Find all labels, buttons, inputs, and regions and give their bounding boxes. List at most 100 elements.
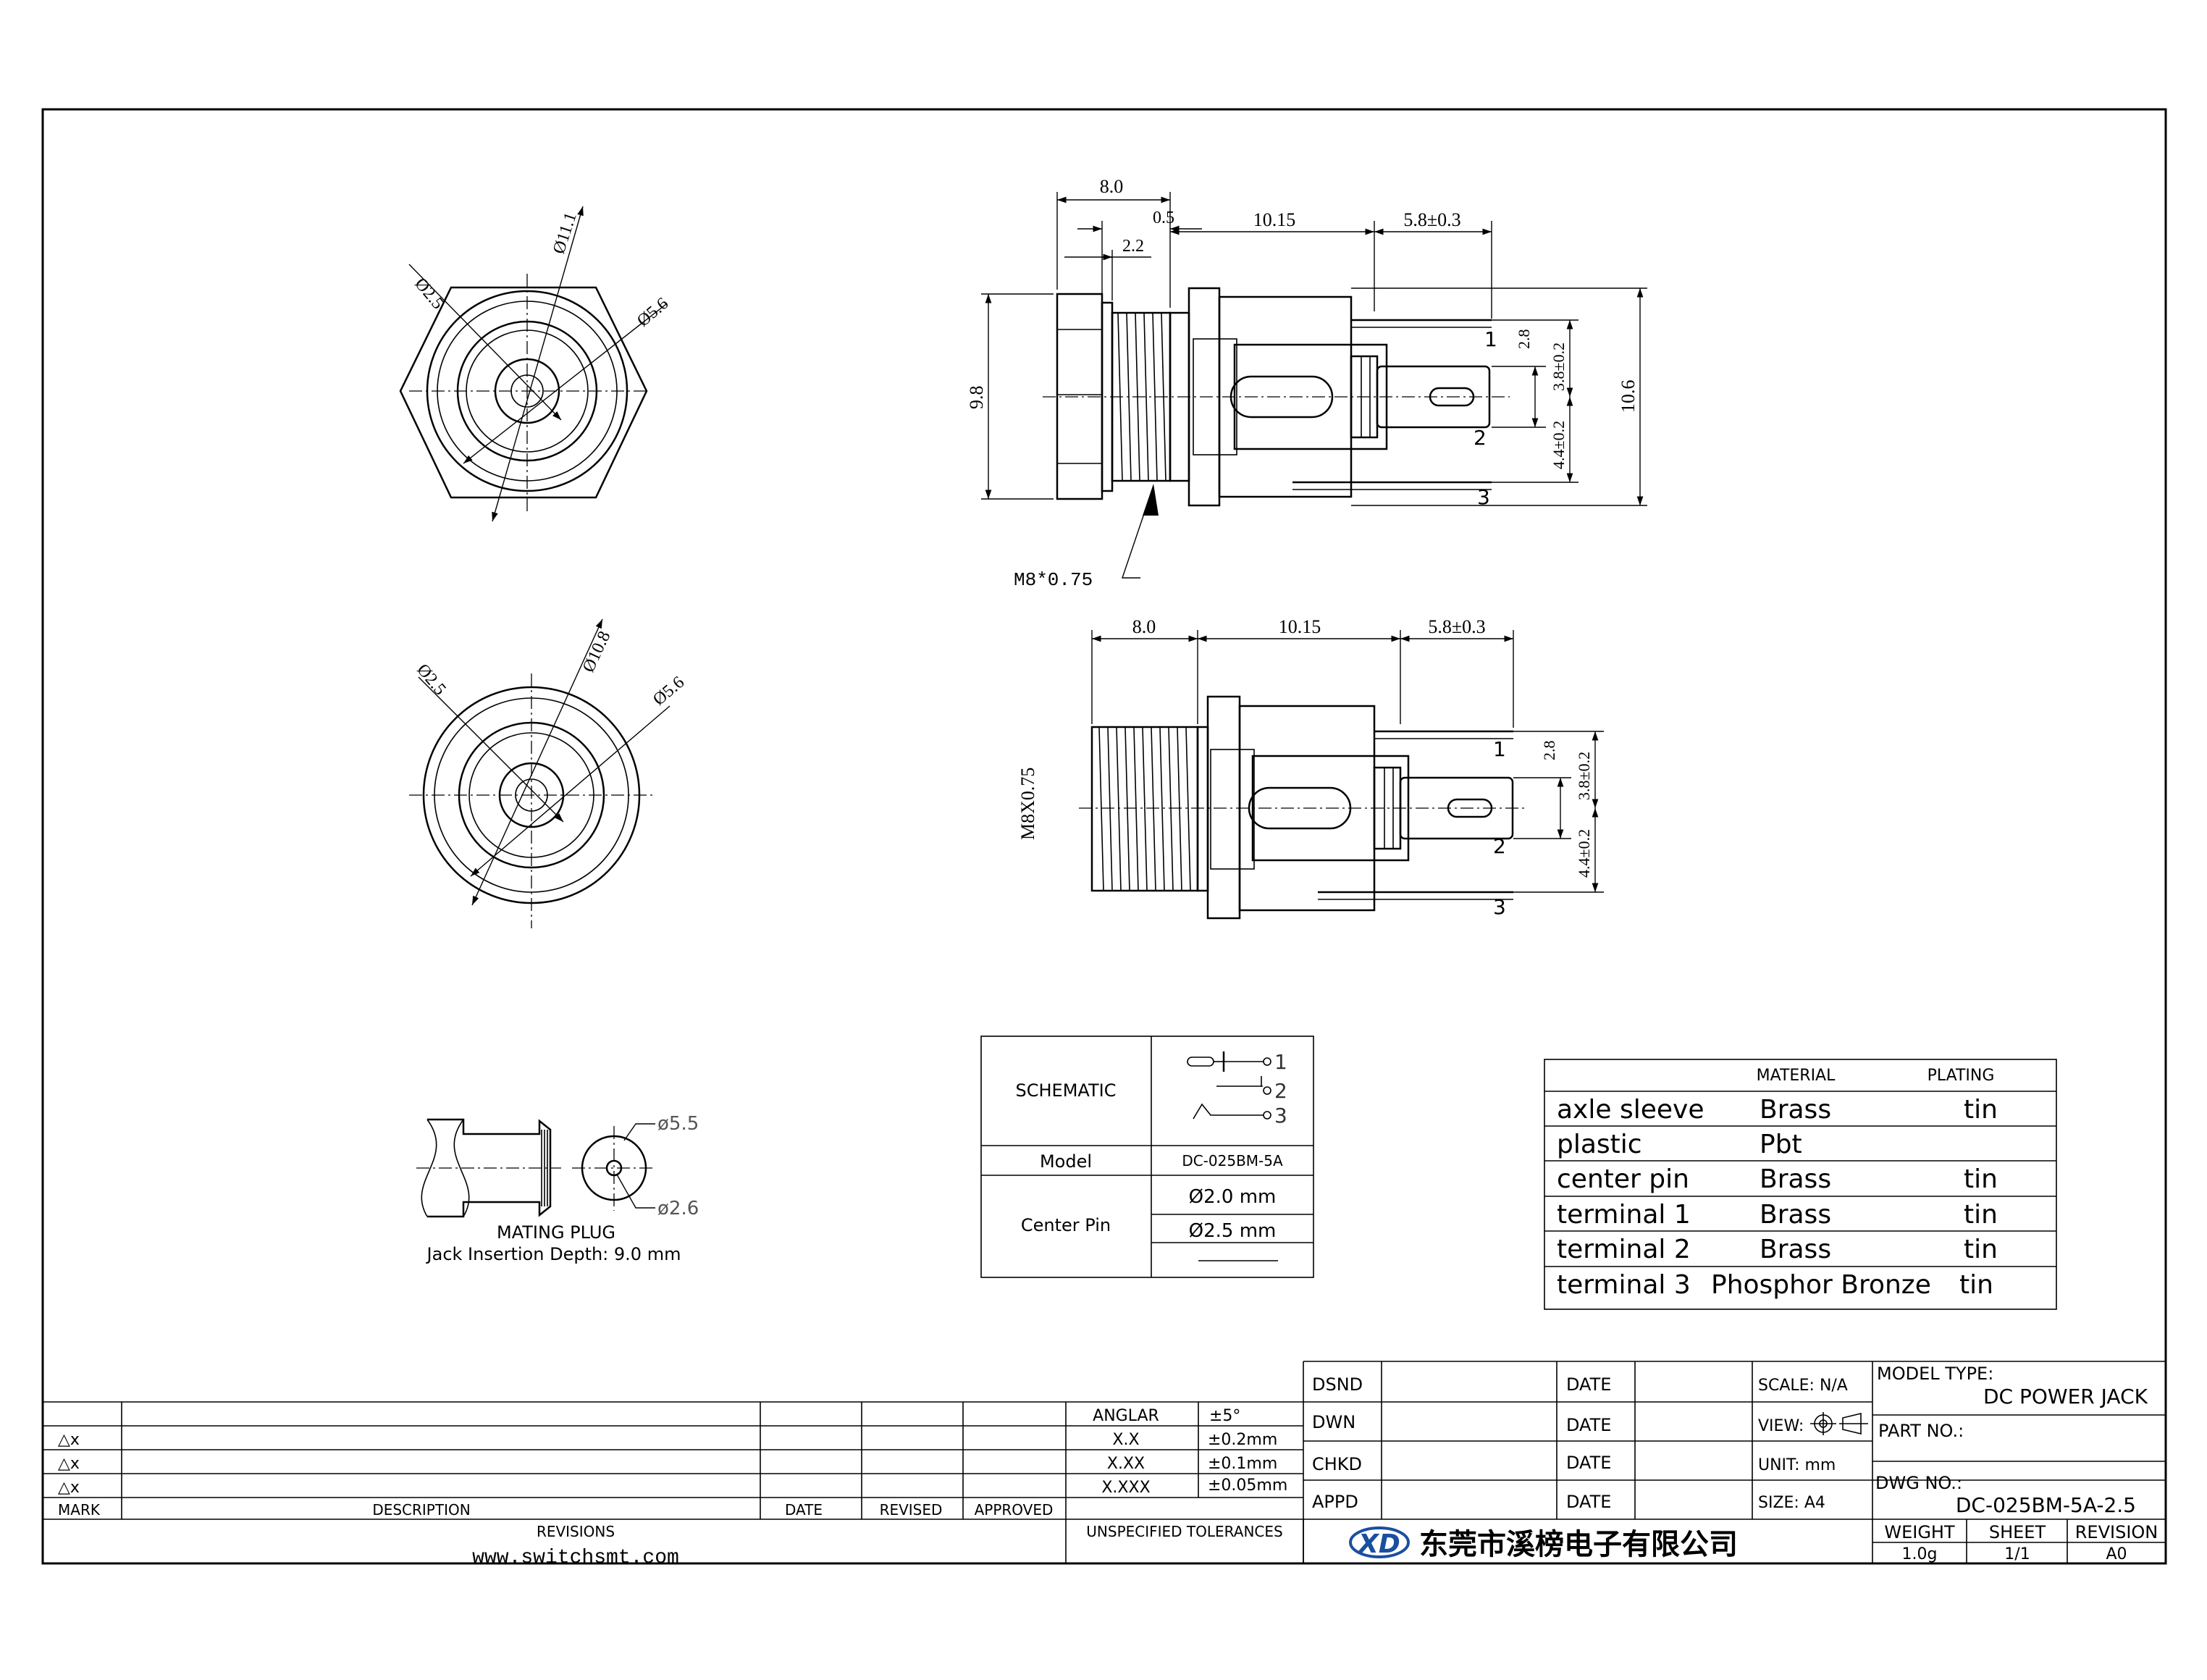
side1-pin1-label: 1: [1484, 327, 1497, 351]
side1-dim-44: 4.4±0.2: [1550, 421, 1568, 469]
center-pin-a: Ø2.0 mm: [1189, 1186, 1277, 1208]
signoff-date-1: DATE: [1566, 1415, 1611, 1435]
signoff-size: SIZE: A4: [1758, 1494, 1825, 1512]
signoff-role-1: DWN: [1312, 1412, 1355, 1432]
view-projection-icon: [1810, 1412, 1868, 1435]
revision-label: REVISION: [2075, 1522, 2158, 1542]
revisions-block: △x △x △x MARK DESCRIPTION DATE REVISED A…: [43, 1361, 2166, 1569]
side1-pin3-label: 3: [1477, 485, 1490, 509]
plug-dia-inner: ø2.6: [657, 1198, 699, 1219]
row-part: terminal 3: [1557, 1270, 1691, 1300]
front-view-round: Ø2.5 Ø10.8 Ø5.6: [409, 618, 688, 928]
company-logo: XD: [1349, 1526, 1410, 1559]
material-row: plastic Pbt: [1557, 1130, 1802, 1159]
signoff-unit: UNIT: mm: [1758, 1456, 1836, 1474]
rev-col-description: DESCRIPTION: [372, 1501, 470, 1519]
signoff-date-2: DATE: [1566, 1453, 1611, 1473]
row-material: Brass: [1760, 1200, 1831, 1230]
plug-dia-outer: ø5.5: [657, 1113, 699, 1135]
tol-value-1: ±0.2mm: [1208, 1431, 1277, 1449]
signoff-role-0: DSND: [1312, 1374, 1363, 1395]
row-material: Brass: [1760, 1095, 1831, 1125]
row-plating: tin: [1964, 1095, 1998, 1125]
rev-mark-3: △x: [58, 1479, 80, 1497]
row-part: terminal 1: [1557, 1200, 1691, 1230]
side2-dim-44: 4.4±0.2: [1575, 829, 1593, 878]
weight-label: WEIGHT: [1884, 1522, 1955, 1542]
schematic-table: SCHEMATIC 1 2 3 Model DC-025BM-5A Center…: [980, 1036, 1314, 1278]
signoff-block: DSND DATE DWN DATE CHKD DATE APPD DATE S…: [1303, 1361, 2166, 1563]
material-row: center pin Brass tin: [1557, 1164, 1998, 1194]
side1-pin2-label: 2: [1474, 426, 1487, 450]
side2-dim-58: 5.8±0.3: [1428, 616, 1485, 637]
front-view-hex: Ø2.5 Ø11.1 Ø5.6: [399, 206, 672, 522]
signoff-role-2: CHKD: [1312, 1454, 1362, 1474]
company-name: 东莞市溪榜电子有限公司: [1419, 1528, 1738, 1561]
schematic-sym-1: 1: [1274, 1050, 1287, 1074]
material-table: MATERIAL PLATING axle sleeve Brass tin p…: [1544, 1059, 2057, 1310]
revision-value: A0: [2106, 1545, 2127, 1563]
row-part: center pin: [1557, 1164, 1689, 1194]
side2-dim-8: 8.0: [1132, 616, 1156, 637]
model-label: Model: [1040, 1151, 1092, 1172]
schematic-label: SCHEMATIC: [1016, 1080, 1117, 1101]
side-view-round: 1 2 3 8.0 10.15 5.8±0.3 M8X0.75 2.8 3.8±…: [1017, 616, 1604, 920]
tol-value-2: ±0.1mm: [1208, 1455, 1277, 1473]
rev-col-revised: REVISED: [880, 1501, 943, 1519]
row-plating: tin: [1964, 1235, 1998, 1264]
side1-dim-98: 9.8: [966, 386, 987, 410]
side-view-hex: 1 2 3 8.0 0.5 2.2 10.15 5.8±0.3 9.8 2.8: [966, 176, 1647, 591]
mating-plug: ø5.5 ø2.6 MATING PLUG Jack Insertion Dep…: [416, 1113, 699, 1264]
material-header: MATERIAL: [1757, 1067, 1836, 1085]
front1-dia-outer: Ø11.1: [550, 210, 581, 256]
revisions-footer: REVISIONS: [537, 1523, 615, 1540]
row-material: Phosphor Bronze: [1711, 1270, 1931, 1300]
side1-dim-05: 0.5: [1153, 209, 1174, 227]
tol-label-2: X.XX: [1107, 1455, 1145, 1473]
side2-thread: M8X0.75: [1017, 768, 1038, 840]
sheet-value: 1/1: [2004, 1545, 2030, 1563]
tol-label-1: X.X: [1112, 1431, 1139, 1449]
material-row: terminal 1 Brass tin: [1557, 1200, 1998, 1230]
side1-dim-38: 3.8±0.2: [1550, 343, 1568, 391]
side1-dim-8: 8.0: [1100, 176, 1124, 197]
rev-col-mark: MARK: [58, 1501, 101, 1519]
signoff-date-3: DATE: [1566, 1492, 1611, 1512]
schematic-sym-2: 2: [1274, 1079, 1287, 1103]
rev-col-approved: APPROVED: [975, 1501, 1054, 1519]
front2-dia-pin: Ø2.5: [413, 660, 449, 699]
title-block: MODEL TYPE: DC POWER JACK PART NO.: DWG …: [1872, 1364, 2166, 1563]
row-plating: tin: [1959, 1270, 1993, 1300]
side2-dim-38: 3.8±0.2: [1575, 752, 1593, 800]
side1-dim-28: 2.8: [1515, 329, 1533, 350]
material-row: axle sleeve Brass tin: [1557, 1095, 1998, 1125]
signoff-scale: SCALE: N/A: [1758, 1377, 1848, 1395]
weight-value: 1.0g: [1902, 1545, 1938, 1563]
row-plating: tin: [1964, 1200, 1998, 1230]
signoff-date-0: DATE: [1566, 1374, 1611, 1395]
rev-mark-1: △x: [58, 1431, 80, 1449]
row-part: axle sleeve: [1557, 1095, 1704, 1125]
model-type-label: MODEL TYPE:: [1877, 1364, 1993, 1384]
side2-pin1-label: 1: [1493, 737, 1506, 761]
rev-mark-2: △x: [58, 1455, 80, 1473]
row-part: plastic: [1557, 1130, 1642, 1159]
side1-dim-22: 2.2: [1122, 237, 1144, 256]
side1-dim-106: 10.6: [1618, 380, 1639, 413]
dwg-no-label: DWG NO.:: [1875, 1473, 1962, 1493]
tolerances-footer: UNSPECIFIED TOLERANCES: [1086, 1523, 1282, 1540]
front2-dia-outer: Ø10.8: [579, 629, 615, 676]
side2-pin3-label: 3: [1493, 895, 1506, 919]
model-value: DC-025BM-5A: [1182, 1152, 1283, 1169]
material-row: terminal 3 Phosphor Bronze tin: [1557, 1270, 1993, 1300]
website-text: www.switchsmt.com: [472, 1547, 679, 1569]
side2-dim-1015: 10.15: [1279, 616, 1321, 637]
center-pin-label: Center Pin: [1021, 1215, 1111, 1235]
row-part: terminal 2: [1557, 1235, 1691, 1264]
schematic-sym-3: 3: [1274, 1104, 1287, 1127]
front2-dia-hole: Ø5.6: [650, 673, 688, 709]
side1-dim-1015: 10.15: [1253, 209, 1296, 230]
tol-label-0: ANGLAR: [1093, 1407, 1159, 1425]
signoff-view: VIEW:: [1758, 1417, 1804, 1435]
